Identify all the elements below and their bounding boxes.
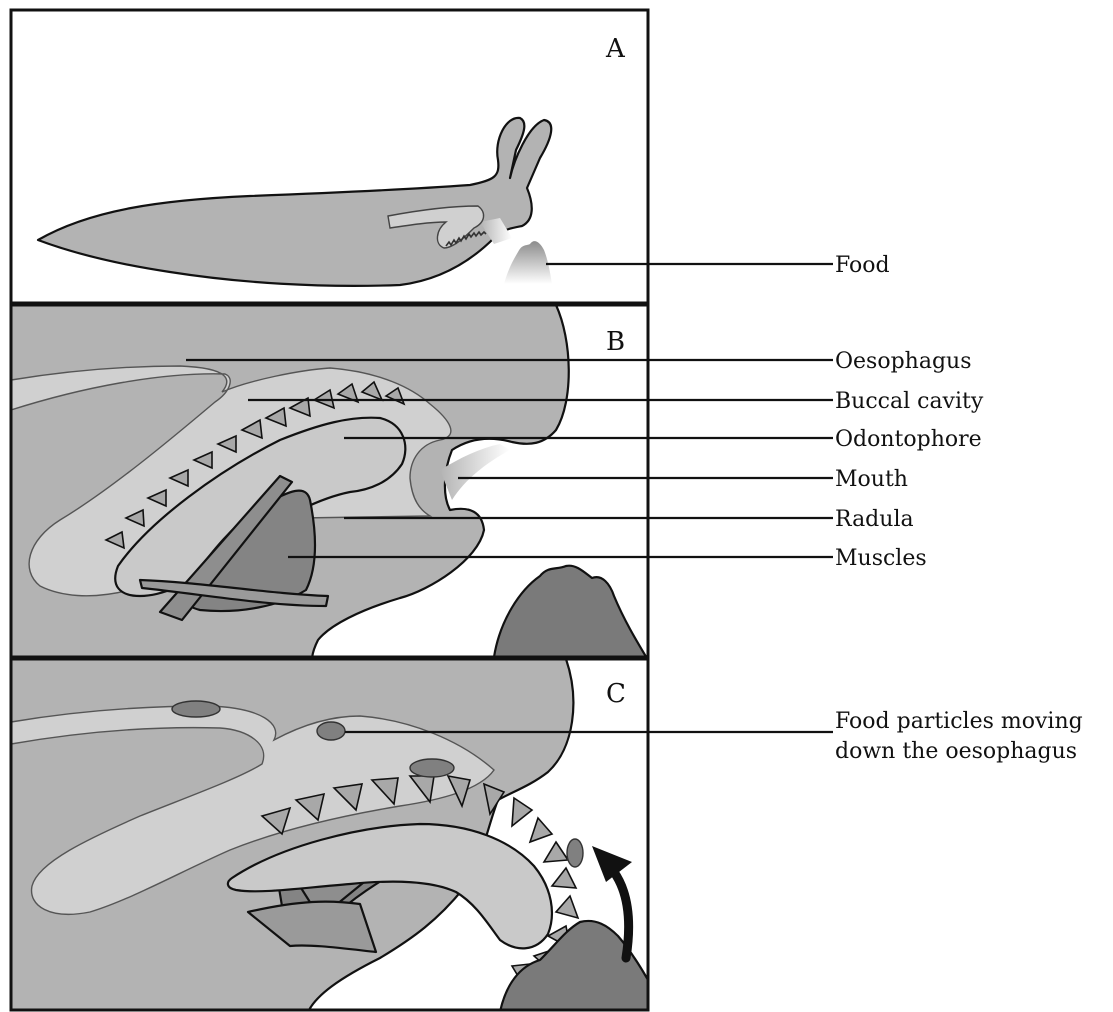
food-particle-2 <box>317 722 345 740</box>
food-particle-3 <box>410 759 454 777</box>
panel-letter-b: B <box>606 327 625 357</box>
panel-b: B <box>11 305 648 660</box>
food-particle-1 <box>172 701 220 717</box>
label-radula: Radula <box>835 507 914 532</box>
panel-letter-a: A <box>605 34 626 64</box>
panel-letter-c: C <box>606 679 626 709</box>
label-food-particles-line2: down the oesophagus <box>835 739 1077 764</box>
labels: Food Oesophagus Buccal cavity Odontophor… <box>835 253 1083 764</box>
label-food-particles-line1: Food particles moving <box>835 709 1083 734</box>
panel-c: C <box>11 659 648 1012</box>
label-mouth: Mouth <box>835 467 908 492</box>
label-muscles: Muscles <box>835 546 927 571</box>
label-odontophore: Odontophore <box>835 427 982 452</box>
label-oesophagus: Oesophagus <box>835 349 972 374</box>
panel-a: A <box>11 10 648 303</box>
label-food: Food <box>835 253 890 278</box>
food-particle-4 <box>567 839 583 867</box>
label-buccal-cavity: Buccal cavity <box>835 389 984 414</box>
